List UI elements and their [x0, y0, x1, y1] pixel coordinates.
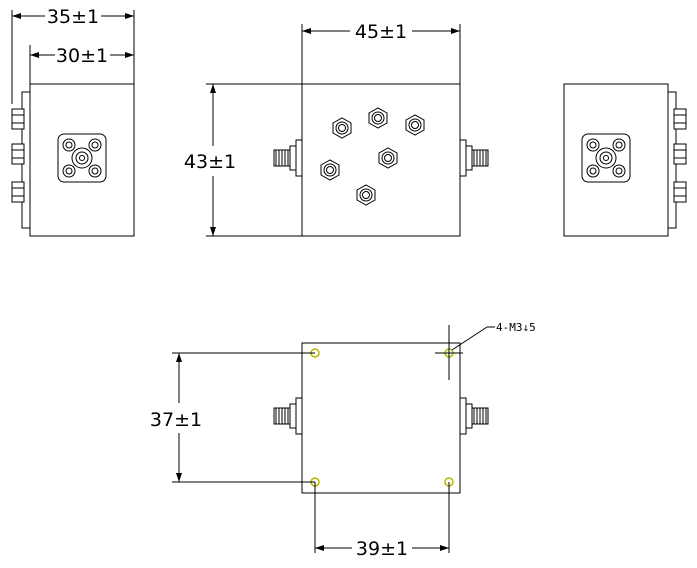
hex-nut-icon	[11, 143, 25, 165]
sma-connector-left-icon	[273, 139, 303, 177]
tuning-screw-icon	[378, 147, 398, 169]
top-view: 45±1 43±1	[184, 21, 489, 237]
dimension-hole-spacing-horizontal: 39±1	[356, 538, 408, 560]
dimension-height: 43±1	[184, 151, 236, 173]
callout-leader	[451, 326, 488, 351]
hex-nut-icon	[673, 108, 687, 130]
left-side-view: 35±1 30±1	[11, 6, 135, 237]
tuning-screw-icon	[320, 159, 340, 181]
tuning-screw-icon	[405, 114, 425, 136]
tuning-screw-icon	[332, 117, 352, 139]
tuning-screw-icon	[356, 184, 376, 206]
dimension-outer-width: 35±1	[47, 6, 99, 28]
hex-nut-icon	[673, 181, 687, 203]
tuning-screw-icon	[368, 107, 388, 129]
dimension-length: 45±1	[355, 21, 407, 43]
sma-connector-right-icon	[459, 397, 489, 435]
sma-flange-icon	[57, 133, 107, 183]
sma-connector-left-icon	[273, 397, 303, 435]
bottom-view: 4-M3↓5 37±1 39±1	[150, 321, 536, 560]
hex-nut-icon	[11, 108, 25, 130]
bottom-body	[301, 342, 461, 494]
sma-flange-icon	[581, 133, 631, 183]
dimension-body-width: 30±1	[56, 45, 108, 67]
sma-connector-right-icon	[459, 139, 489, 177]
hex-nut-icon	[673, 143, 687, 165]
mount-hole-callout: 4-M3↓5	[496, 321, 536, 334]
hex-nut-icon	[11, 181, 25, 203]
dimension-hole-spacing-vertical: 37±1	[150, 409, 202, 431]
right-side-view	[563, 83, 687, 237]
